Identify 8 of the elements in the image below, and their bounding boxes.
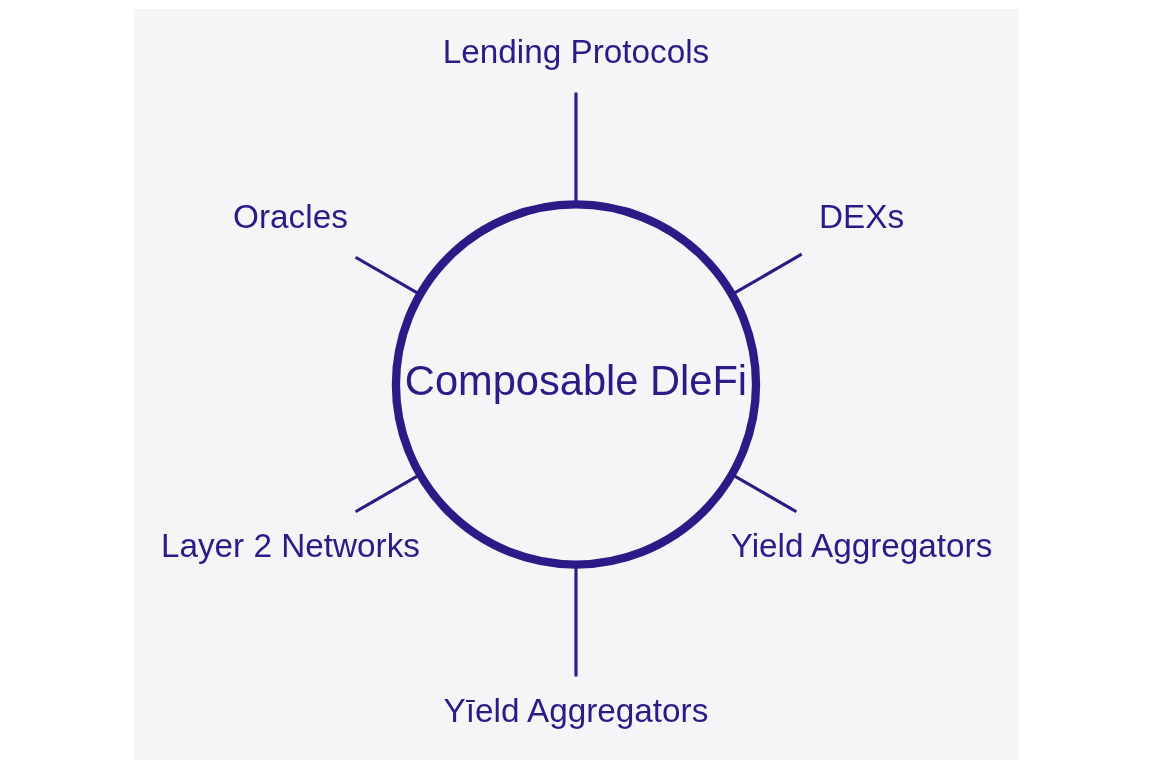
node-text: Oracles (232, 197, 348, 235)
node-text: Lending Protocols (442, 32, 709, 70)
connector (354, 472, 421, 513)
node-text: Yield Aggregators (730, 526, 992, 564)
node-text: Layer 2 Networks (160, 526, 420, 564)
connector (573, 92, 578, 204)
node-text: Yīeld Aggregators (443, 691, 708, 729)
node-text: DEXs (818, 197, 904, 235)
